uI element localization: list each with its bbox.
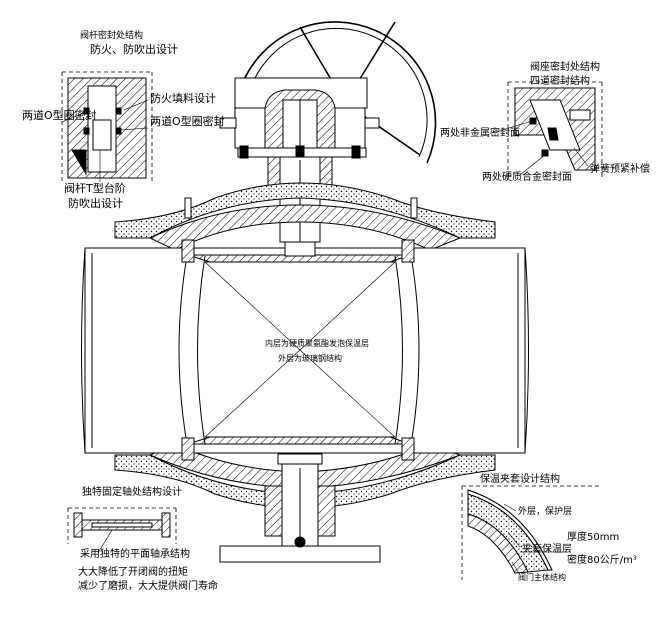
thickness-label: 厚度50mm <box>567 530 619 543</box>
gearbox <box>219 77 380 243</box>
two-oring-left-label: 两道O型圈密封 <box>22 108 97 122</box>
two-hard-alloy-label: 两处硬质合金密封面 <box>482 170 572 183</box>
jacket-layer-label: 夹套保温层 <box>522 542 572 555</box>
detail-bearing <box>67 507 177 544</box>
seat-seal-subtitle: 四道密封结构 <box>530 74 590 87</box>
two-nonmetal-label: 两处非金属密封面 <box>440 126 520 139</box>
valve-body-label: 阀门主体结构 <box>518 572 566 582</box>
torque-line1: 大大降低了开闭阀的扭矩 <box>78 565 188 578</box>
density-label: 密度80公斤/m³ <box>567 553 637 566</box>
seat-seal-title: 阀座密封处结构 <box>530 60 600 73</box>
jacket-title: 保温夹套设计结构 <box>480 472 560 485</box>
two-oring-right-label: 两道O型圈密封 <box>150 114 225 128</box>
stem-seal-subtitle: 防火、防吹出设计 <box>90 42 178 56</box>
leader-lines <box>61 99 589 576</box>
detail-stem-seal <box>61 71 153 184</box>
torque-line2: 减少了磨损，大大提供阀门寿命 <box>78 579 218 592</box>
jacket-outer-label: 外层，保护层 <box>518 505 572 517</box>
detail-jacket <box>461 485 600 580</box>
fire-packing-label: 防火填料设计 <box>150 91 216 105</box>
stem-seal-title: 阀杆密封处结构 <box>80 29 143 41</box>
trunnion-title: 独特固定轴处结构设计 <box>82 485 182 498</box>
outer-layer-label: 外层为玻璃钢结构 <box>278 353 342 363</box>
spring-preload-label: 弹簧预紧补偿 <box>590 162 650 175</box>
valve-body <box>81 182 529 509</box>
inner-layer-label: 内层为硬质聚氨酯发泡保温层 <box>265 338 369 348</box>
detail-seat-seal <box>507 81 603 180</box>
stem-t-step-label: 阀杆T型台阶 <box>64 181 126 195</box>
thrust-bearing-label: 采用独特的平面轴承结构 <box>80 547 190 560</box>
stem-blowout-label: 防吹出设计 <box>68 196 123 210</box>
trunnion-base <box>219 453 381 563</box>
